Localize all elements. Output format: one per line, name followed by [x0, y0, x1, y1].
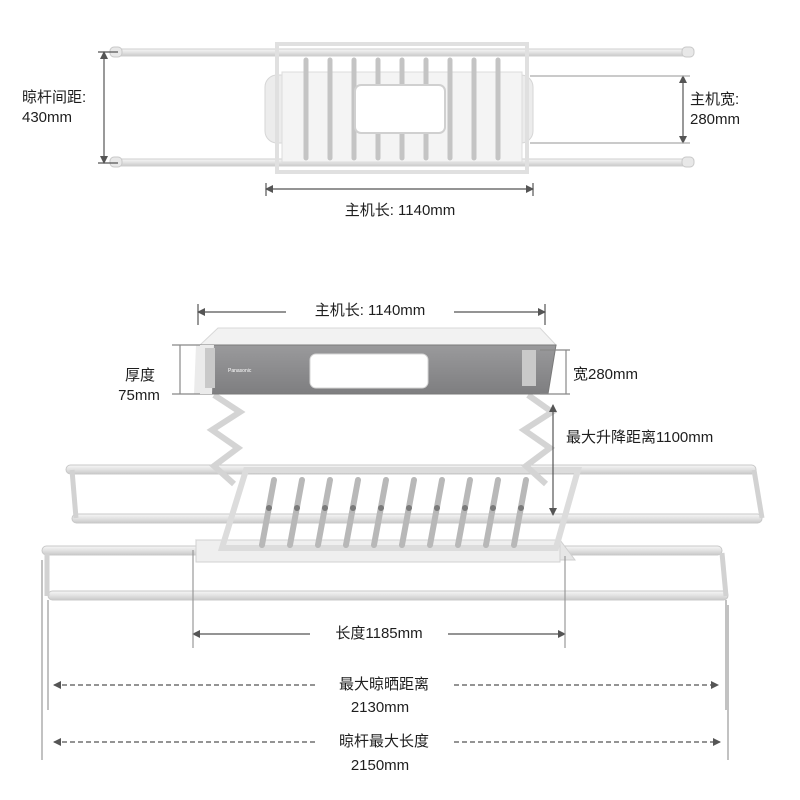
thickness-label: 厚度: [124, 367, 155, 384]
brand-logo: Panasonic: [228, 368, 252, 374]
rod-spacing-label: 晾杆间距:: [22, 89, 87, 106]
width-label: 宽280mm: [573, 366, 639, 383]
top-host-length-label: 主机长: 1140mm: [344, 202, 456, 219]
host-width-value: 280mm: [690, 111, 741, 128]
side-host-length-label: 主机长: 1140mm: [286, 301, 454, 321]
rack-length-label: 长度1185mm: [310, 624, 448, 644]
rod-spacing-value: 430mm: [22, 109, 73, 126]
max-rod-label: 晾杆最大长度: [315, 732, 453, 752]
thickness-value: 75mm: [118, 387, 160, 404]
top-view-dimensions: [98, 51, 690, 196]
max-rod-value: 2150mm: [350, 757, 410, 774]
side-view-product: Panasonic: [41, 327, 765, 601]
top-view-product: [109, 42, 695, 174]
host-width-label: 主机宽:: [690, 91, 740, 108]
max-drying-value: 2130mm: [350, 699, 410, 716]
max-lift-label: 最大升降距离1100mm: [566, 429, 714, 446]
max-drying-label: 最大晾晒距离: [315, 675, 453, 695]
